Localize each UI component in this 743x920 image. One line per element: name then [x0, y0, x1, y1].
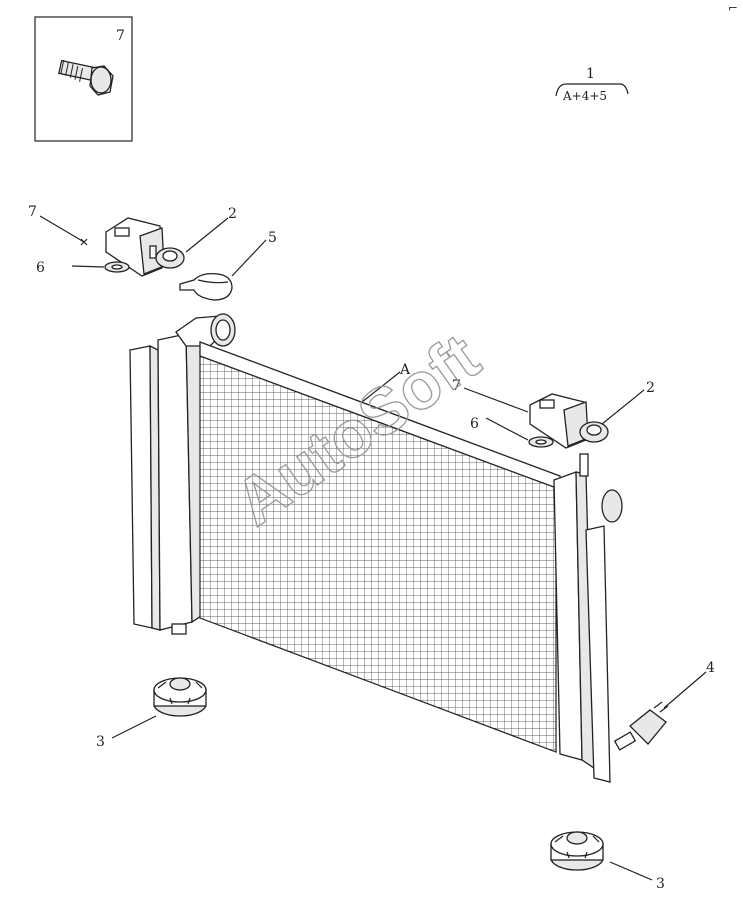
cap-5 [179, 272, 233, 301]
assembly-formula: A+4+5 [562, 89, 607, 103]
bolt-icon [58, 59, 114, 96]
callout-bracket-right: 2 [646, 380, 655, 396]
washer-right [528, 436, 554, 448]
leader-lines [39, 215, 707, 881]
callout-bolt-left: 7 [28, 204, 37, 220]
callout-washer-left: 6 [36, 260, 45, 276]
inset-box: 7 [34, 16, 133, 142]
callout-core: A [399, 362, 411, 378]
callout-cap: 5 [268, 230, 277, 246]
callout-washer-right: 6 [470, 416, 479, 432]
drain-plug [613, 701, 669, 751]
assembly-label: 1 A+4+5 [555, 66, 629, 103]
mount-left [153, 677, 207, 717]
callout-mount-left: 3 [96, 734, 105, 750]
bracket-right [529, 393, 609, 449]
assembly-number: 1 [586, 66, 595, 82]
callout-drain-plug: 4 [706, 660, 715, 676]
callout-mount-right: 3 [656, 876, 665, 892]
corner-mark: ⌐ [728, 1, 738, 15]
filler-neck [175, 313, 236, 347]
bracket-left [105, 217, 185, 277]
mount-right [550, 831, 604, 871]
callout-bracket-left: 2 [228, 206, 237, 222]
washer-left [104, 261, 130, 273]
inset-label: 7 [116, 28, 125, 44]
callout-bolt-right: 7 [452, 378, 461, 394]
